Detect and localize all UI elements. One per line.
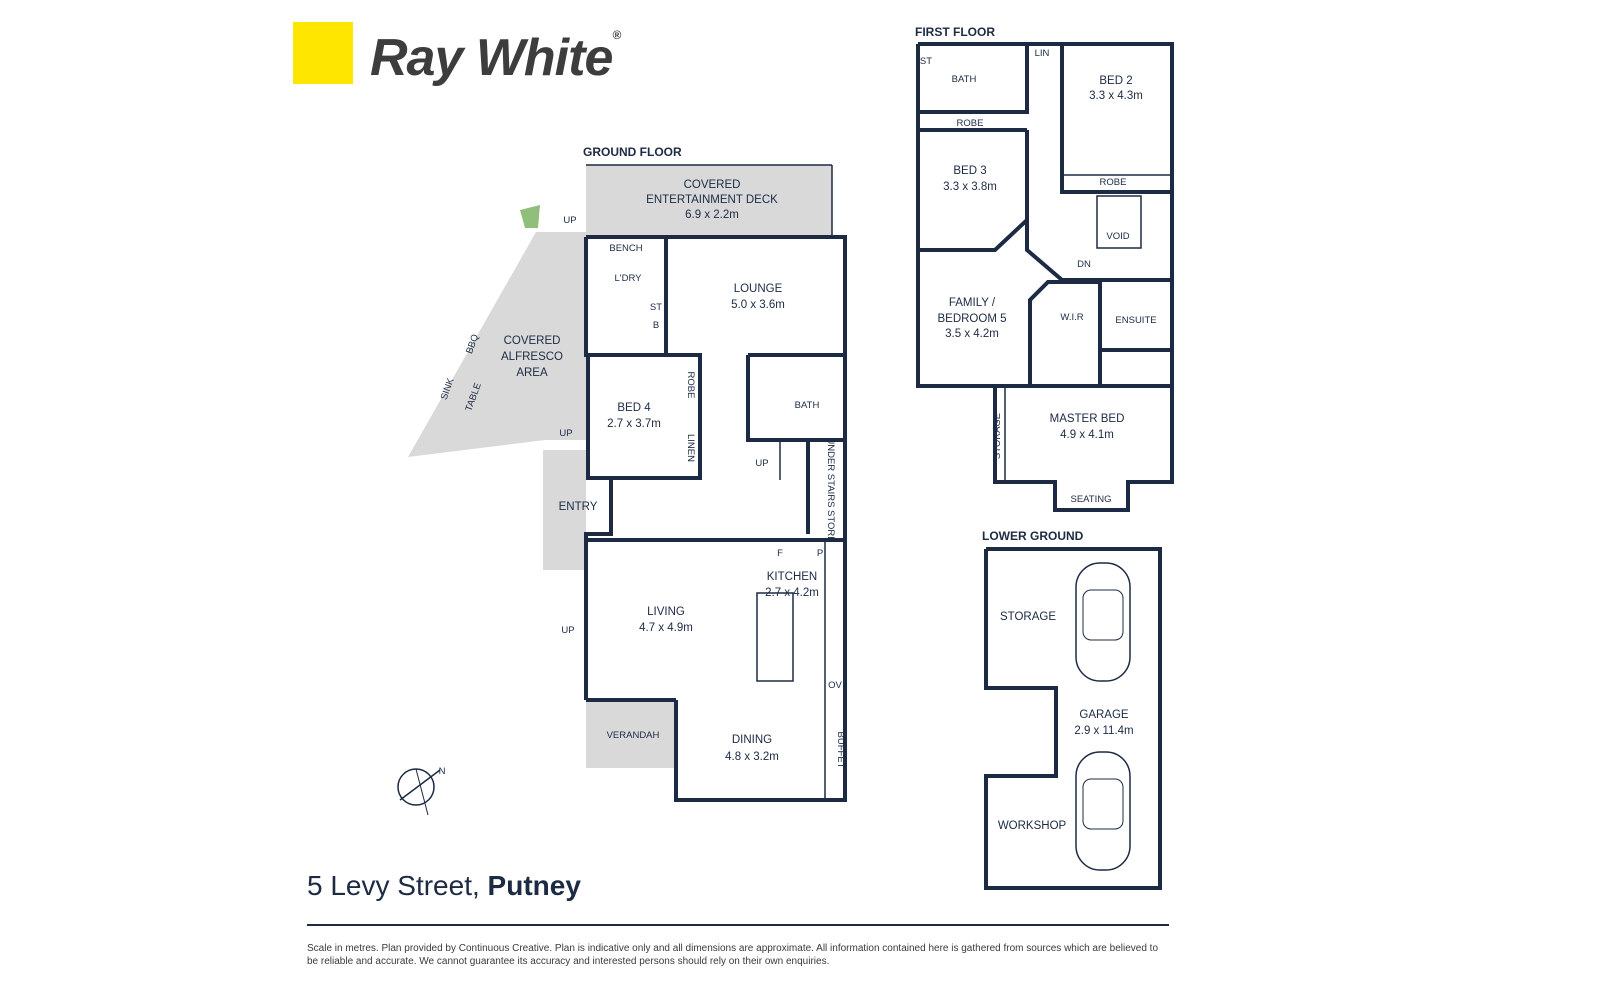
void-label: VOID (1106, 231, 1129, 242)
master-label: MASTER BED (1050, 413, 1125, 425)
lower-storage-label: STORAGE (1000, 611, 1056, 623)
first-st-label: ST (920, 56, 932, 67)
lin-label: LIN (1035, 48, 1050, 59)
wir-label: W.I.R (1060, 312, 1083, 323)
workshop-label: WORKSHOP (998, 820, 1067, 832)
bed4-size: 2.7 x 3.7m (607, 418, 661, 430)
stairs-up-label: UP (755, 458, 768, 469)
bench-label: BENCH (609, 243, 642, 254)
linen-label: LINEN (685, 434, 696, 462)
heading-first-floor: FIRST FLOOR (915, 25, 995, 39)
heading-ground-floor: GROUND FLOOR (583, 145, 682, 159)
ground-wall-west (584, 237, 613, 700)
stairs-down-label: DN (1077, 259, 1091, 270)
ground-wall-east-south (674, 540, 847, 802)
bed3-robe-label: ROBE (957, 118, 984, 129)
lounge-label: LOUNGE (734, 283, 783, 295)
understairs-label: UNDER STAIRS STORE (825, 437, 836, 542)
robe-label: ROBE (685, 372, 696, 399)
ground-bath-label: BATH (795, 400, 820, 411)
alfresco-up-label: UP (559, 428, 572, 439)
family-size: 3.5 x 4.2m (945, 328, 999, 340)
pantry-label: P (817, 548, 823, 559)
bed4-label: BED 4 (617, 402, 651, 414)
garage-label: GARAGE (1079, 709, 1129, 721)
kitchen-size: 2.7 x 4.2m (765, 587, 819, 599)
kitchen-label: KITCHEN (767, 571, 817, 583)
brand-logo-wordmark: Ray White® (370, 28, 621, 87)
kitchen-island (756, 592, 794, 682)
living-label: LIVING (647, 606, 685, 618)
first-floor-outline (916, 42, 1174, 512)
car-icon (1075, 751, 1131, 871)
first-bath-label: BATH (952, 74, 977, 85)
dining-label: DINING (732, 734, 772, 746)
garage-size: 2.9 x 11.4m (1074, 725, 1133, 737)
verandah-area (586, 700, 676, 768)
deck-size: 6.9 x 2.2m (685, 209, 739, 221)
oven-label: OV (828, 680, 842, 691)
entry-porch (543, 450, 586, 570)
alfresco-area (408, 232, 586, 457)
heading-lower-ground: LOWER GROUND (982, 529, 1084, 543)
fridge-label: F (777, 548, 783, 559)
car-icon (1075, 562, 1131, 682)
buffet-label: BUFFET (835, 732, 846, 769)
master-size: 4.9 x 4.1m (1060, 429, 1114, 441)
laundry-label: L'DRY (615, 273, 643, 284)
entertainment-deck-area (586, 165, 832, 237)
property-address: 5 Levy Street, Putney (307, 870, 581, 901)
entry-up-label: UP (561, 625, 574, 636)
divider (307, 924, 1169, 926)
dining-size: 4.8 x 3.2m (725, 751, 779, 763)
lower-ground-outline (984, 547, 1162, 890)
wall-bath-first (918, 44, 1029, 114)
bed3-label: BED 3 (953, 165, 986, 177)
wall-bath-box (746, 355, 845, 442)
first-storage-label: STORAGE (992, 413, 1003, 459)
family-label: FAMILY /BEDROOM 5 (937, 297, 1006, 325)
entry-label: ENTRY (559, 501, 598, 513)
wall-bed2 (1060, 44, 1172, 194)
bed2-robe-label: ROBE (1100, 177, 1127, 188)
verandah-label: VERANDAH (607, 730, 660, 741)
bed2-label: BED 2 (1099, 75, 1132, 87)
void-box (1096, 195, 1142, 249)
deck-up-label: UP (563, 215, 576, 226)
wall-bed4-box (588, 353, 702, 480)
compass-icon (397, 768, 441, 816)
b-label: B (653, 320, 659, 331)
lounge-size: 5.0 x 3.6m (731, 299, 785, 311)
disclaimer-text: Scale in metres. Plan provided by Contin… (307, 943, 1159, 967)
ground-wall-north (586, 235, 847, 355)
living-size: 4.7 x 4.9m (639, 622, 693, 634)
bed3-size: 3.3 x 3.8m (943, 181, 997, 193)
garden-bed (520, 205, 540, 228)
compass-north-label: N (439, 766, 446, 777)
ensuite-label: ENSUITE (1115, 315, 1156, 326)
wall-stair-hall (1025, 130, 1172, 282)
wall-wir-ensuite (1028, 280, 1172, 386)
seating-label: SEATING (1071, 494, 1112, 505)
bed2-size: 3.3 x 4.3m (1089, 90, 1143, 102)
st-label: ST (650, 302, 662, 313)
brand-logo-square (293, 22, 353, 84)
